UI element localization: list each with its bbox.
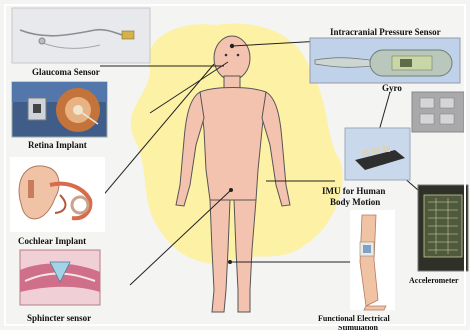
- outer-frame: [4, 4, 466, 326]
